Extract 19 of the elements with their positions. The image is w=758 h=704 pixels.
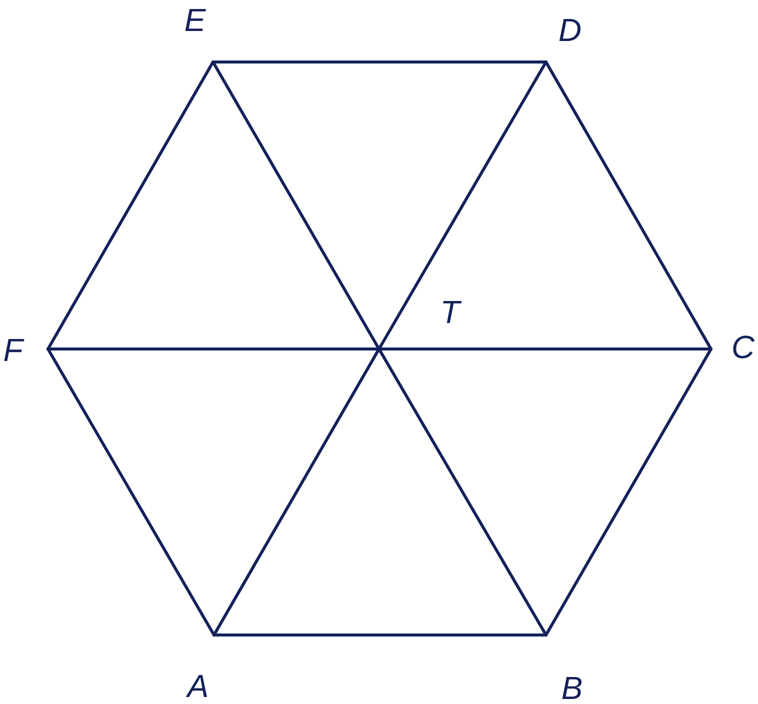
line-segment [378,348,712,350]
line-segment [212,60,548,64]
line-segment [378,348,548,636]
line-segment [544,60,712,350]
vertex-label: B [562,677,582,699]
vertex-label: F [4,339,24,361]
line-segment [378,60,548,350]
vertex-label: T [443,301,462,323]
vertex-label: C [733,336,755,358]
line-segment [212,634,548,636]
vertex-label: E [185,9,206,31]
line-segment [212,60,380,350]
line-segment [46,348,216,636]
vertex-label: D [559,19,581,41]
line-segment [212,348,380,636]
line-segment [46,348,380,350]
line-segment [46,60,214,350]
vertex-label: A [186,675,207,697]
line-segment [544,348,712,636]
